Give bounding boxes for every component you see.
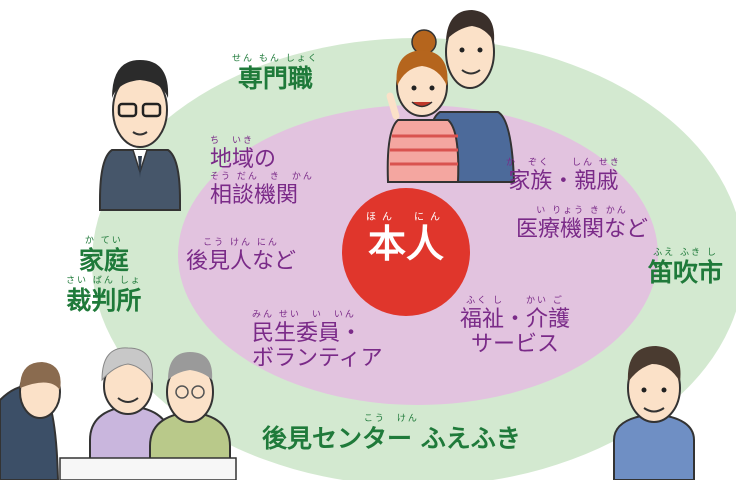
welfare-text-1: 福祉・介護 <box>460 307 571 332</box>
center-org-text: 後見センター ふえふき <box>262 424 521 453</box>
center-text: 本人 <box>367 222 444 266</box>
family-court-ruby-1: か てい <box>84 236 123 246</box>
medical-ruby: い りょう き かん <box>536 206 628 216</box>
professional-text: 専門職 <box>237 64 313 93</box>
community-ruby-2: そう だん き かん <box>210 172 314 183</box>
welfare-text-2: サービス <box>471 332 560 358</box>
professional-label: せん もん しょく 専門職 <box>232 54 319 94</box>
welfare-ruby: ふく し かい ご <box>466 296 564 306</box>
welfare-label: ふく し かい ご 福祉・介護 サービス <box>460 296 570 358</box>
family-text: 家族・親戚 <box>508 169 619 194</box>
young-man-illustration <box>613 346 695 480</box>
guardians-label: こう けん にん 後見人など <box>186 238 296 274</box>
center-label: ほん にん 本人 <box>358 212 454 267</box>
city-label: ふえ ふき し 笛吹市 <box>648 248 723 288</box>
center-ruby: ほん にん <box>366 212 446 223</box>
family-court-label: か てい 家庭 さい ばん しょ 裁判所 <box>66 236 142 316</box>
professional-man-illustration <box>99 60 181 211</box>
center-circle <box>342 188 470 316</box>
community-text-2: 相談機関 <box>210 183 299 209</box>
volunteers-label: みん せい い いん 民生委員・ ボランティア <box>252 310 383 372</box>
family-court-text-1: 家庭 <box>78 246 129 275</box>
medical-text: 医療機関など <box>516 217 649 242</box>
guardians-ruby: こう けん にん <box>203 238 279 248</box>
community-text-1: 地域の <box>210 147 277 172</box>
meeting-group-illustration <box>0 347 237 480</box>
professional-ruby: せん もん しょく <box>232 54 319 64</box>
center-org-label: こう けん 後見センター ふえふき <box>262 414 521 454</box>
community-ruby-1: ち いき <box>210 136 255 146</box>
couple-illustration <box>386 10 516 183</box>
community-label: ち いき 地域の そう だん き かん 相談機関 <box>210 136 314 209</box>
volunteers-ruby: みん せい い いん <box>252 310 356 320</box>
family-court-ruby-2: さい ばん しょ <box>66 275 142 286</box>
family-ruby: か ぞく しん せき <box>506 158 621 168</box>
family-label: か ぞく しん せき 家族・親戚 <box>506 158 621 194</box>
city-text: 笛吹市 <box>648 258 724 287</box>
center-org-ruby: こう けん <box>363 414 419 424</box>
volunteers-text-2: ボランティア <box>252 346 383 372</box>
medical-label: い りょう き かん 医療機関など <box>516 206 648 242</box>
volunteers-text-1: 民生委員・ <box>252 321 363 346</box>
guardians-text: 後見人など <box>186 249 297 274</box>
family-court-text-2: 裁判所 <box>66 285 142 315</box>
city-ruby: ふえ ふき し <box>653 248 718 258</box>
